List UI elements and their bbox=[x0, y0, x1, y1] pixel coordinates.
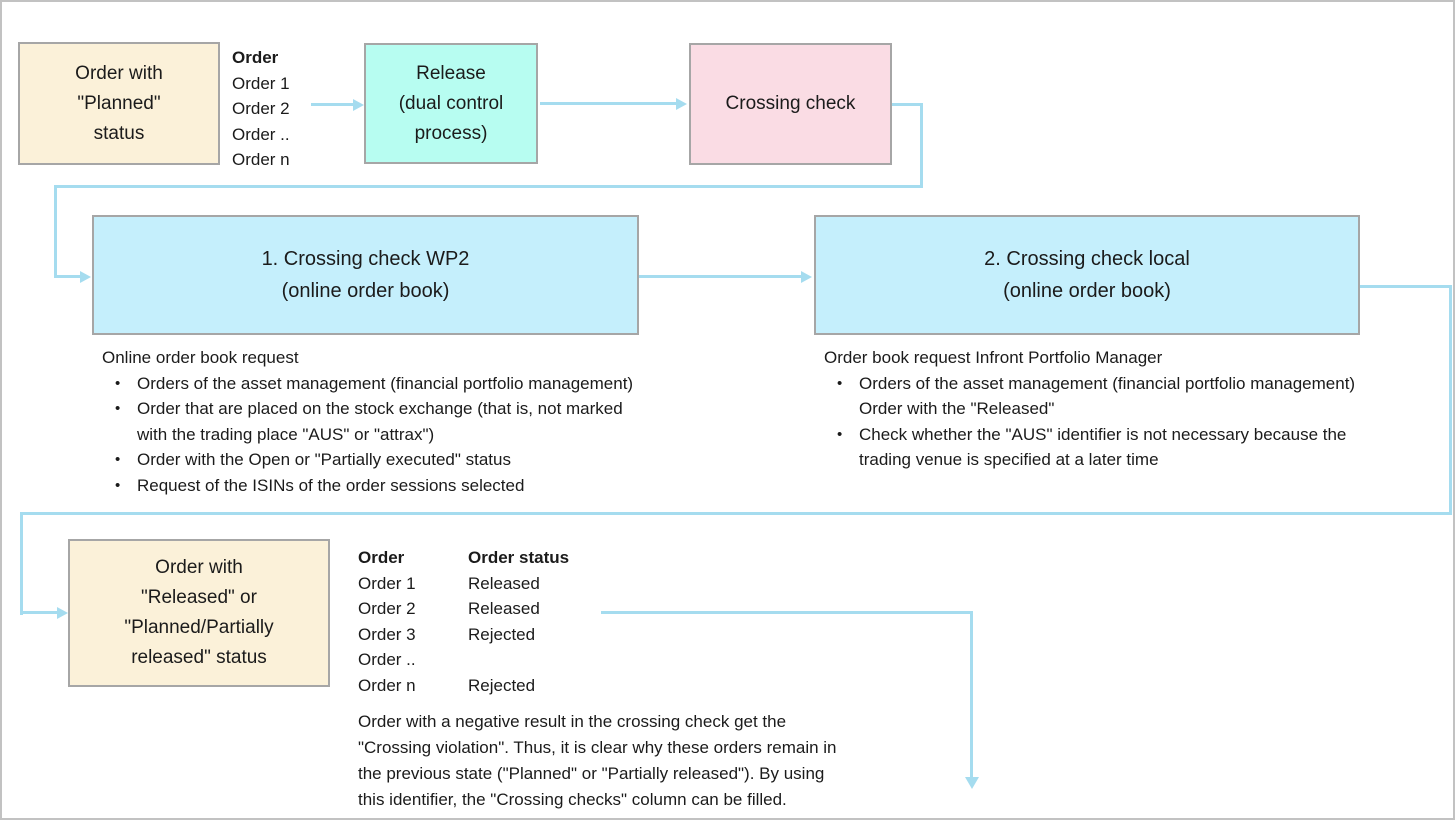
box-released-line: "Planned/Partially bbox=[124, 617, 274, 638]
bullet-line: Orders of the asset management (financia… bbox=[859, 373, 1356, 393]
connector-segment bbox=[54, 185, 923, 188]
box-release-line: Release bbox=[416, 62, 486, 84]
box-planned-line: "Planned" bbox=[77, 92, 161, 114]
box-wp2-line: (online order book) bbox=[281, 280, 450, 302]
box-planned-line: status bbox=[93, 122, 145, 144]
table-cell: Order .. bbox=[358, 650, 416, 669]
table-cell: Rejected bbox=[468, 675, 536, 695]
bullet-text: Order with the Open or "Partially execut… bbox=[137, 447, 511, 473]
bullet-line: with the trading place "AUS" or "attrax"… bbox=[137, 424, 435, 444]
bullet-text: Request of the ISINs of the order sessio… bbox=[137, 473, 524, 499]
note-line: the previous state ("Planned" or "Partia… bbox=[358, 764, 825, 783]
connector-segment bbox=[920, 103, 923, 188]
bullet-line: Orders of the asset management (financia… bbox=[137, 373, 634, 393]
box-release-line: (dual control bbox=[398, 92, 504, 114]
list-item: • Orders of the asset management (financ… bbox=[102, 371, 633, 397]
local-details: Order book request Infront Portfolio Man… bbox=[824, 345, 1355, 473]
note-line: Order with a negative result in the cros… bbox=[358, 712, 787, 731]
order-list-header: Order bbox=[232, 48, 279, 67]
bullet-text: Order that are placed on the stock excha… bbox=[137, 396, 623, 447]
bullet-icon: • bbox=[837, 425, 843, 443]
order-list-item: Order .. bbox=[232, 124, 290, 144]
bullet-line: trading venue is specified at a later ti… bbox=[859, 450, 1159, 469]
box-released-status: Order with "Released" or "Planned/Partia… bbox=[68, 539, 330, 687]
box-crossing-check: Crossing check bbox=[689, 43, 892, 165]
note-line: this identifier, the "Crossing checks" c… bbox=[358, 790, 787, 809]
connector-segment bbox=[892, 103, 923, 106]
table-header: Order status bbox=[468, 548, 570, 567]
box-released-line: "Released" or bbox=[141, 587, 257, 608]
box-released-line: Order with bbox=[155, 557, 243, 578]
order-list-item: Order 1 bbox=[232, 73, 290, 93]
order-list-item: Order n bbox=[232, 150, 290, 169]
bullet-line: Order with the Open or "Partially execut… bbox=[137, 450, 511, 469]
bullet-line: Request of the ISINs of the order sessio… bbox=[137, 475, 525, 495]
connector-segment bbox=[54, 185, 57, 278]
arrowhead-right-icon bbox=[80, 270, 91, 283]
bullet-icon: • bbox=[115, 374, 121, 392]
connector-segment bbox=[1360, 285, 1452, 288]
connector-segment bbox=[970, 611, 973, 778]
box-planned-status: Order with "Planned" status bbox=[18, 42, 220, 165]
box-local-line: (online order book) bbox=[1003, 280, 1171, 302]
list-item: • Check whether the "AUS" identifier is … bbox=[824, 422, 1355, 473]
bullet-icon: • bbox=[115, 400, 121, 417]
bullet-line: Order with the "Released" bbox=[859, 399, 1055, 418]
arrowhead-right-icon bbox=[801, 270, 812, 283]
table-cell: Order 3 bbox=[358, 624, 416, 644]
bullet-text: Orders of the asset management (financia… bbox=[137, 371, 633, 397]
box-wp2-line: 1. Crossing check WP2 bbox=[261, 248, 470, 270]
arrowhead-down-icon bbox=[964, 777, 979, 789]
table-cell: Released bbox=[468, 573, 540, 593]
box-planned-line: Order with bbox=[75, 62, 163, 84]
bullet-icon: • bbox=[115, 476, 121, 494]
table-cell bbox=[468, 647, 569, 673]
box-local-line: 2. Crossing check local bbox=[984, 248, 1190, 270]
arrowhead-right-icon bbox=[353, 98, 364, 111]
bullet-line: Check whether the "AUS" identifier is no… bbox=[859, 424, 1347, 444]
order-list-item: Order 2 bbox=[232, 99, 290, 118]
list-item: • Request of the ISINs of the order sess… bbox=[102, 473, 633, 499]
list-item: • Order that are placed on the stock exc… bbox=[102, 396, 633, 447]
box-release: Release (dual control process) bbox=[364, 43, 538, 164]
table-cell: Order 1 bbox=[358, 573, 416, 593]
table-header: Order bbox=[358, 548, 405, 567]
bullet-line: Order that are placed on the stock excha… bbox=[137, 399, 623, 418]
list-item: • Order with the Open or "Partially exec… bbox=[102, 447, 633, 473]
connector-segment bbox=[20, 611, 58, 614]
connector-segment bbox=[540, 102, 677, 105]
table-cell: Rejected bbox=[468, 624, 536, 644]
bullet-text: Orders of the asset management (financia… bbox=[859, 371, 1355, 422]
wp2-details: Online order book request • Orders of th… bbox=[102, 345, 633, 498]
table-cell: Order n bbox=[358, 675, 416, 695]
box-crossing-check-local: 2. Crossing check local (online order bo… bbox=[814, 215, 1360, 335]
table-cell: Released bbox=[468, 599, 540, 618]
bullet-icon: • bbox=[837, 374, 843, 392]
table-cell: Order 2 bbox=[358, 599, 416, 618]
connector-segment bbox=[639, 275, 802, 278]
order-list-top: Order Order 1 Order 2 Order .. Order n bbox=[232, 45, 290, 173]
connector-segment bbox=[1449, 285, 1452, 515]
bullet-icon: • bbox=[115, 451, 121, 468]
local-details-title: Order book request Infront Portfolio Man… bbox=[824, 348, 1163, 367]
connector-segment bbox=[311, 103, 354, 106]
box-crossing-check-label: Crossing check bbox=[725, 93, 856, 114]
crossing-violation-note: Order with a negative result in the cros… bbox=[358, 709, 837, 813]
list-item: • Orders of the asset management (financ… bbox=[824, 371, 1355, 422]
wp2-details-title: Online order book request bbox=[102, 348, 299, 367]
connector-segment bbox=[601, 611, 973, 614]
connector-segment bbox=[20, 512, 1452, 515]
connector-segment bbox=[54, 275, 81, 278]
connector-segment bbox=[20, 512, 23, 615]
bullet-text: Check whether the "AUS" identifier is no… bbox=[859, 422, 1346, 473]
box-released-line: released" status bbox=[131, 647, 267, 668]
note-line: "Crossing violation". Thus, it is clear … bbox=[358, 738, 837, 757]
box-crossing-check-wp2: 1. Crossing check WP2 (online order book… bbox=[92, 215, 639, 335]
arrowhead-right-icon bbox=[57, 606, 68, 619]
arrowhead-right-icon bbox=[676, 97, 687, 110]
box-release-line: process) bbox=[414, 122, 488, 144]
order-status-table: Order Order status Order 1 Released Orde… bbox=[358, 545, 569, 698]
